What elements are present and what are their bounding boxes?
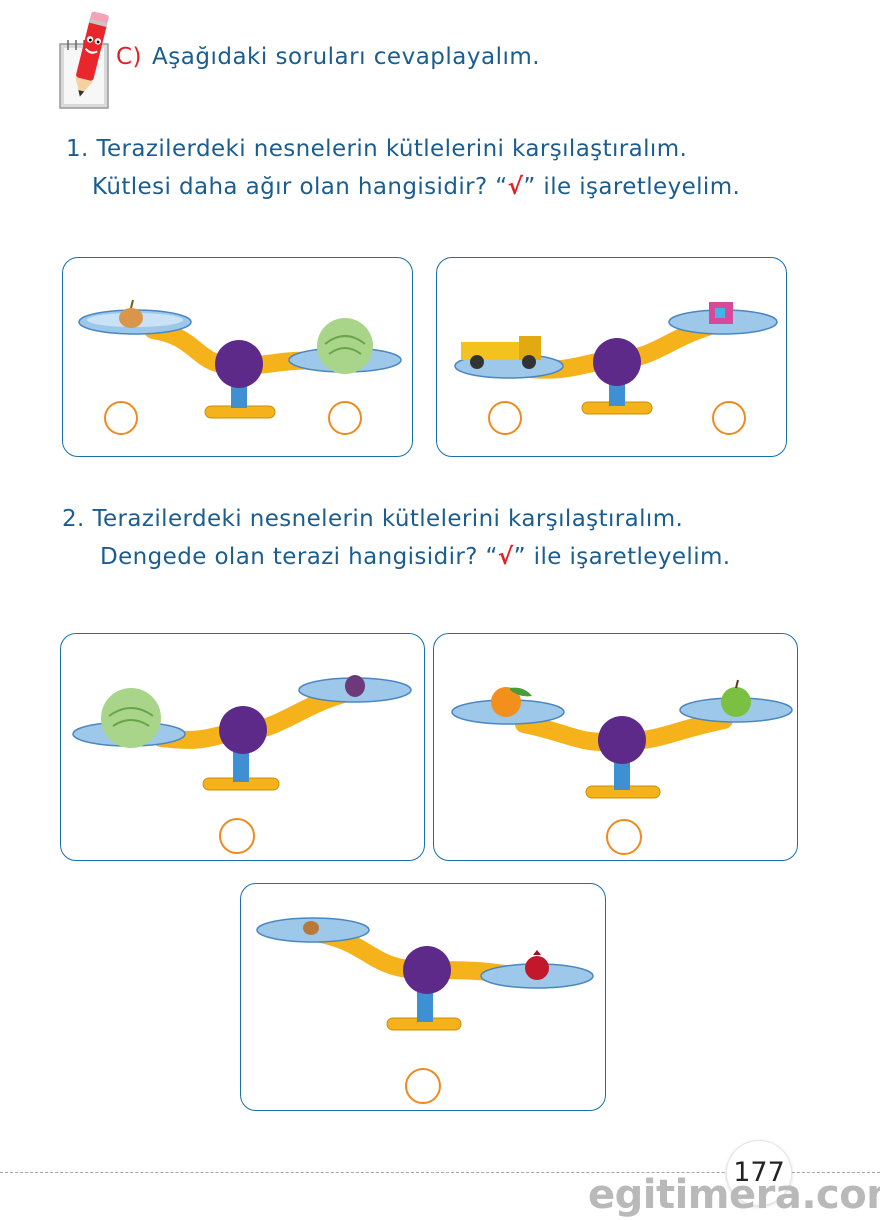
onion-icon: [119, 299, 143, 328]
section-letter: C): [116, 44, 143, 70]
answer-circle-right[interactable]: [328, 401, 362, 435]
answer-circle-left[interactable]: [488, 401, 522, 435]
question-2-instruction-end: ” ile işaretleyelim.: [513, 544, 731, 570]
question-2-line1: 2. Terazilerdeki nesnelerin kütlelerini …: [62, 500, 731, 538]
pencil-notebook-icon: [56, 10, 116, 115]
page-number: 177: [726, 1140, 792, 1206]
answer-circle-right[interactable]: [712, 401, 746, 435]
toy-cube-icon: [709, 302, 733, 324]
cabbage-icon: [101, 688, 161, 748]
fig-icon: [345, 675, 365, 697]
checkmark-icon: √: [497, 544, 514, 570]
section-title: Aşağıdaki soruları cevaplayalım.: [152, 44, 541, 70]
scale-card-1a: [62, 257, 413, 457]
question-1-line1: 1. Terazilerdeki nesnelerin kütlelerini …: [66, 130, 740, 168]
balance-scale-cabbage-fig: [72, 675, 412, 854]
answer-circle-left[interactable]: [104, 401, 138, 435]
question-1-instruction: Kütlesi daha ağır olan hangisidir? “: [92, 174, 508, 200]
pomegranate-icon: [525, 950, 549, 980]
answer-circle[interactable]: [405, 1068, 441, 1104]
question-2-number: 2.: [62, 506, 85, 532]
question-2-line2: Dengede olan terazi hangisidir? “√” ile …: [62, 538, 731, 576]
watermark: egitimera.com: [588, 1172, 880, 1218]
scale-card-2c: [240, 883, 606, 1111]
walnut-icon: [303, 921, 319, 935]
balance-scale-walnut-pomegranate: [256, 917, 594, 1104]
question-1-line2: Kütlesi daha ağır olan hangisidir? “√” i…: [66, 168, 740, 206]
question-2: 2. Terazilerdeki nesnelerin kütlelerini …: [62, 500, 731, 576]
answer-circle[interactable]: [219, 818, 255, 854]
orange-icon: [491, 687, 532, 717]
apple-icon: [721, 679, 751, 717]
balance-scale-truck-cube: [454, 302, 778, 435]
question-2-text: Terazilerdeki nesnelerin kütlelerini kar…: [92, 506, 684, 532]
question-1-instruction-end: ” ile işaretleyelim.: [523, 174, 741, 200]
scale-card-2a: [60, 633, 425, 861]
question-1-text: Terazilerdeki nesnelerin kütlelerini kar…: [96, 136, 688, 162]
checkmark-icon: √: [507, 174, 524, 200]
scale-card-2b: [433, 633, 798, 861]
question-1-number: 1.: [66, 136, 89, 162]
scale-card-1b: [436, 257, 787, 457]
balance-scale-onion-cabbage: [78, 299, 402, 435]
footer-dashed-line: [0, 1172, 880, 1173]
question-1: 1. Terazilerdeki nesnelerin kütlelerini …: [66, 130, 740, 206]
balance-scale-orange-apple: [451, 679, 793, 855]
section-heading: C) Aşağıdaki soruları cevaplayalım.: [116, 44, 540, 70]
toy-truck-icon: [461, 336, 541, 369]
cabbage-icon: [317, 318, 373, 374]
question-2-instruction: Dengede olan terazi hangisidir? “: [100, 544, 498, 570]
answer-circle[interactable]: [606, 819, 642, 855]
